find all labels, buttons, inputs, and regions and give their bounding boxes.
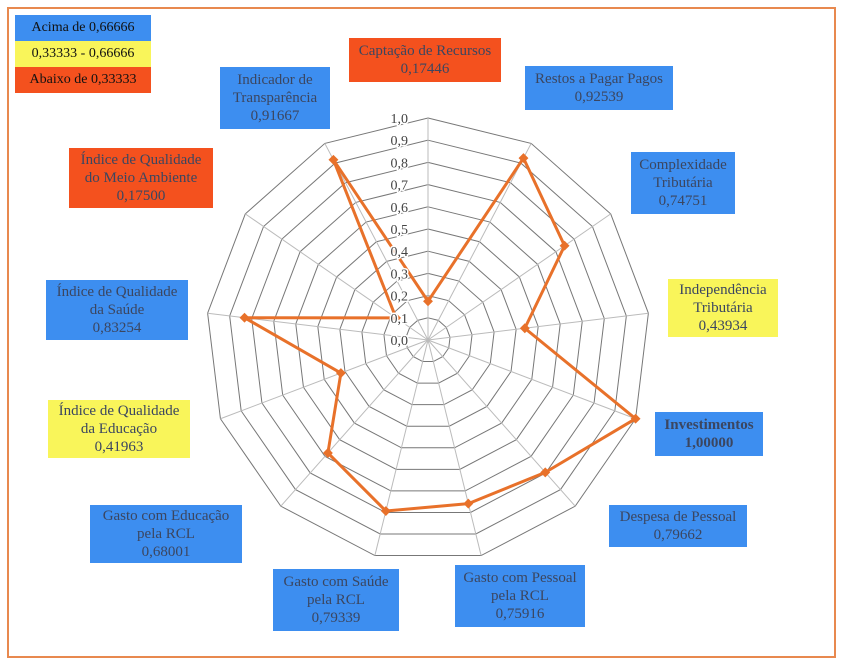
legend-high: Acima de 0,66666	[15, 15, 151, 41]
category-name: Independência	[679, 282, 767, 298]
category-name: pela RCL	[307, 592, 365, 608]
data-point	[559, 240, 570, 251]
category-value: 0,79662	[653, 527, 703, 543]
category-label: Gasto com Saúde pela RCL 0,79339	[273, 569, 399, 631]
grid-ring	[317, 228, 539, 449]
category-value: 0,74751	[658, 193, 708, 209]
tick-label: 0,8	[391, 156, 409, 171]
grid-spoke	[427, 339, 576, 507]
category-value: 0,68001	[141, 544, 191, 560]
grid-ring	[361, 272, 495, 406]
tick-label: 0,7	[391, 179, 409, 194]
grid-spoke	[427, 339, 482, 556]
tick-label: 0,4	[391, 245, 409, 260]
category-value: 0,92539	[574, 89, 624, 105]
category-value: 0,43934	[698, 318, 748, 334]
category-value: 1,00000	[684, 435, 734, 451]
category-name: Gasto com Pessoal	[463, 570, 577, 586]
category-name: Transparência	[232, 90, 318, 106]
category-name: Índice de Qualidade	[58, 403, 180, 419]
category-value: 0,17500	[116, 188, 166, 204]
legend-low: Abaixo de 0,33333	[15, 67, 151, 93]
grid-ring	[251, 161, 605, 513]
category-name: Gasto com Saúde	[283, 574, 389, 590]
grid-spoke	[427, 312, 649, 341]
grid-ring	[339, 250, 517, 427]
category-name: da Educação	[80, 421, 158, 437]
tick-label: 0,3	[391, 267, 409, 282]
data-point	[335, 368, 346, 378]
grid-spoke	[280, 339, 429, 507]
tick-label: 0,1	[391, 312, 409, 327]
legend-mid: 0,33333 - 0,66666	[15, 41, 151, 67]
chart-frame	[7, 7, 836, 658]
data-point	[328, 154, 339, 165]
data-point	[630, 413, 641, 424]
data-point	[540, 467, 551, 478]
grid-spoke	[427, 213, 611, 341]
data-point	[519, 323, 530, 334]
grid-spoke	[374, 339, 429, 556]
category-name: Tributária	[693, 300, 753, 316]
category-name: Tributária	[653, 175, 713, 191]
tick-label: 0,2	[391, 290, 409, 305]
category-name: Restos a Pagar Pagos	[535, 71, 663, 87]
data-point	[322, 448, 333, 458]
category-name: Indicador de	[237, 72, 313, 88]
grid-ring	[295, 206, 561, 470]
category-value: 0,91667	[250, 108, 300, 124]
tick-label: 0,5	[391, 223, 409, 238]
category-name: Índice de Qualidade	[80, 152, 202, 168]
category-label: Indicador de Transparência 0,91667	[220, 67, 330, 129]
category-name: pela RCL	[137, 526, 195, 542]
category-name: da Saúde	[89, 302, 145, 318]
category-value: 0,83254	[92, 320, 142, 336]
category-label: Restos a Pagar Pagos 0,92539	[525, 66, 673, 110]
category-label: Índice de Qualidade da Saúde 0,83254	[46, 280, 188, 340]
data-point	[518, 153, 529, 164]
category-name: pela RCL	[491, 588, 549, 604]
data-point	[463, 498, 474, 509]
grid-spoke	[220, 339, 429, 420]
data-point	[239, 312, 250, 323]
data-point	[380, 506, 391, 516]
tick-label: 0,9	[391, 134, 409, 149]
category-value: 0,75916	[495, 606, 545, 622]
category-value: 0,41963	[94, 439, 144, 455]
category-name: Gasto com Educação	[102, 508, 230, 524]
grid-spoke	[427, 339, 636, 420]
grid-spoke	[324, 143, 429, 341]
category-label: Captação de Recursos 0,17446	[349, 38, 501, 82]
category-value: 0,79339	[311, 610, 361, 626]
category-label: Índice de Qualidade do Meio Ambiente 0,175…	[69, 148, 213, 208]
category-name: do Meio Ambiente	[84, 170, 198, 186]
category-label: Investimentos 1,00000	[655, 412, 763, 456]
grid-ring	[207, 117, 649, 557]
tick-label: 0,0	[391, 334, 409, 349]
tick-label: 0,6	[391, 201, 409, 216]
category-name: Captação de Recursos	[358, 43, 492, 59]
category-label: Despesa de Pessoal 0,79662	[609, 505, 747, 547]
data-point	[423, 296, 433, 307]
category-value: 0,17446	[400, 61, 450, 77]
tick-label: 1,0	[391, 112, 409, 127]
grid-ring	[405, 317, 451, 363]
series-line	[243, 156, 638, 513]
grid-spoke	[427, 143, 532, 341]
data-point	[391, 312, 401, 323]
category-name: Complexidade	[639, 157, 727, 173]
grid-ring	[273, 184, 583, 492]
category-name: Despesa de Pessoal	[619, 509, 737, 525]
category-label: Gasto com Educação pela RCL 0,68001	[90, 505, 242, 563]
grid-ring	[229, 139, 627, 535]
category-name: Índice de Qualidade	[56, 284, 178, 300]
category-label: Índice de Qualidade da Educação 0,41963	[48, 400, 190, 458]
category-label: Gasto com Pessoal pela RCL 0,75916	[455, 565, 585, 627]
category-name: Investimentos	[664, 417, 754, 433]
